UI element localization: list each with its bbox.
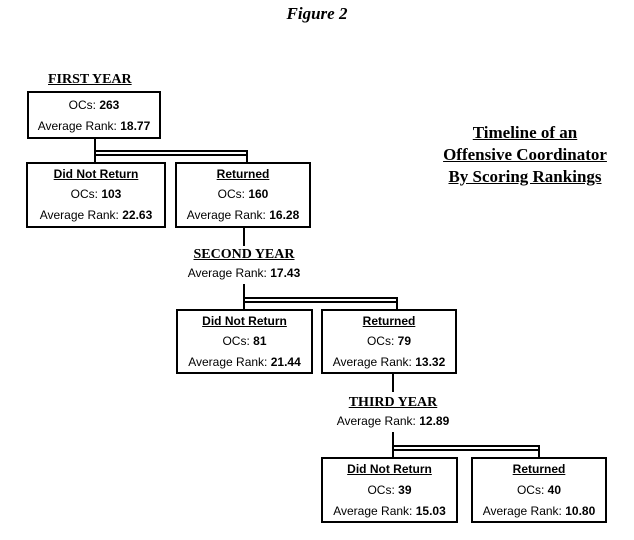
first-year-avg: Average Rank: 18.77 (29, 119, 159, 133)
ocs-label: OCs: (222, 334, 250, 348)
avg-label: Average Rank: (187, 266, 267, 280)
avg-label: Average Rank: (37, 119, 117, 133)
connector-line (243, 228, 245, 246)
connector-line (246, 150, 248, 163)
figure-label: Figure 2 (286, 4, 348, 23)
third-year-avg: Average Rank: 12.89 (322, 414, 464, 428)
second-year-avg: Average Rank: 17.43 (174, 266, 314, 280)
ocs-value: 79 (397, 334, 412, 348)
ocs-label: OCs: (70, 187, 98, 201)
ocs-value: 103 (101, 187, 122, 201)
year1-dnr-label: Did Not Return (53, 167, 139, 181)
ocs-label: OCs: (366, 334, 395, 348)
first-year-heading: FIRST YEAR (48, 72, 132, 87)
avg-label: Average Rank: (186, 208, 266, 222)
year1-ret-label: Returned (216, 167, 270, 181)
avg-value: 10.80 (565, 504, 596, 518)
connector-line (392, 374, 394, 392)
avg-label: Average Rank: (39, 208, 119, 222)
avg-value: 12.89 (419, 414, 450, 428)
year2-dnr-label: Did Not Return (202, 314, 287, 328)
year2-did-not-return-box: Did Not Return OCs: 81 Average Rank: 21.… (176, 309, 313, 374)
first-year-box: OCs: 263 Average Rank: 18.77 (27, 91, 161, 139)
year1-dnr-ocs: OCs: 103 (28, 187, 164, 201)
year1-returned-box: Returned OCs: 160 Average Rank: 16.28 (175, 162, 311, 228)
avg-label: Average Rank: (333, 504, 413, 518)
connector-line (243, 297, 398, 299)
year3-dnr-avg: Average Rank: 15.03 (323, 504, 456, 518)
third-year-heading: THIRD YEAR (348, 395, 438, 410)
connector-line (243, 301, 398, 303)
ocs-value: 40 (547, 483, 562, 497)
ocs-value: 81 (253, 334, 267, 348)
year1-dnr-avg: Average Rank: 22.63 (28, 208, 164, 222)
year3-dnr-label: Did Not Return (347, 462, 432, 476)
year3-ret-label: Returned (512, 462, 566, 476)
year2-dnr-ocs: OCs: 81 (178, 334, 311, 348)
first-year-ocs: OCs: 263 (29, 98, 159, 112)
year3-returned-box: Returned OCs: 40 Average Rank: 10.80 (471, 457, 607, 523)
avg-value: 16.28 (269, 208, 300, 222)
year2-ret-avg: Average Rank: 13.32 (323, 355, 455, 369)
connector-line (94, 154, 248, 156)
year3-ret-ocs: OCs: 40 (473, 483, 605, 497)
second-year-heading: SECOND YEAR (193, 247, 295, 262)
year3-ret-avg: Average Rank: 10.80 (473, 504, 605, 518)
year1-ret-avg: Average Rank: 16.28 (177, 208, 309, 222)
title-line-2: Offensive Coordinator (443, 145, 607, 164)
year1-did-not-return-box: Did Not Return OCs: 103 Average Rank: 22… (26, 162, 166, 228)
connector-line (538, 445, 540, 458)
ocs-label: OCs: (217, 187, 245, 201)
ocs-value: 39 (398, 483, 412, 497)
ocs-value: 160 (248, 187, 269, 201)
ocs-label: OCs: (68, 98, 96, 112)
avg-label: Average Rank: (336, 414, 416, 428)
year2-ret-ocs: OCs: 79 (323, 334, 455, 348)
avg-value: 22.63 (122, 208, 153, 222)
connector-line (392, 449, 540, 451)
avg-value: 18.77 (120, 119, 151, 133)
ocs-label: OCs: (367, 483, 395, 497)
avg-label: Average Rank: (482, 504, 562, 518)
avg-label: Average Rank: (332, 355, 412, 369)
year3-dnr-ocs: OCs: 39 (323, 483, 456, 497)
ocs-label: OCs: (516, 483, 545, 497)
avg-value: 17.43 (270, 266, 301, 280)
year2-dnr-avg: Average Rank: 21.44 (178, 355, 311, 369)
diagram-title: Timeline of an Offensive Coordinator By … (420, 122, 630, 188)
avg-value: 21.44 (270, 355, 301, 369)
year2-returned-box: Returned OCs: 79 Average Rank: 13.32 (321, 309, 457, 374)
year1-ret-ocs: OCs: 160 (177, 187, 309, 201)
avg-label: Average Rank: (188, 355, 268, 369)
title-line-3: By Scoring Rankings (448, 167, 602, 186)
connector-line (396, 297, 398, 310)
year2-ret-label: Returned (362, 314, 416, 328)
title-line-1: Timeline of an (472, 123, 578, 142)
avg-value: 13.32 (415, 355, 446, 369)
year3-did-not-return-box: Did Not Return OCs: 39 Average Rank: 15.… (321, 457, 458, 523)
connector-line (392, 445, 540, 447)
avg-value: 15.03 (415, 504, 446, 518)
connector-line (94, 150, 248, 152)
ocs-value: 263 (99, 98, 120, 112)
